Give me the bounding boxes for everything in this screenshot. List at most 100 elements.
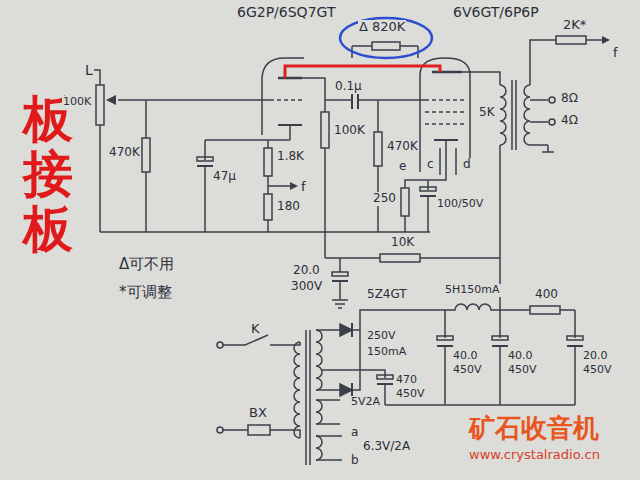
tube-type: 6V6GT/6P6P <box>452 4 540 20</box>
wire <box>205 125 290 140</box>
capacitor-symbol <box>437 336 453 340</box>
fuse-symbol <box>248 425 270 435</box>
wire <box>204 140 206 232</box>
component-value: 450V <box>507 364 538 377</box>
pin-name: a <box>350 426 359 440</box>
ground-rail <box>100 231 430 233</box>
signal-name: L <box>84 62 94 78</box>
component-value: 300V <box>290 280 323 294</box>
resistor-symbol <box>556 36 586 44</box>
wire <box>530 100 554 152</box>
component-value: 150mA <box>366 346 407 359</box>
resistor-symbol <box>374 132 382 166</box>
heater-lead <box>440 148 456 175</box>
capacitor-symbol <box>197 165 213 167</box>
tube-envelope <box>420 58 470 172</box>
signal-name: f <box>300 180 307 195</box>
part-name: BX <box>248 406 268 421</box>
terminal-name: 4Ω <box>560 114 579 128</box>
rectifier-symbol <box>340 324 352 396</box>
note-text: *可调整 <box>118 284 173 301</box>
component-value: 100K <box>62 96 92 109</box>
highlight-line <box>285 66 440 78</box>
component-value: 250V <box>366 330 397 343</box>
component-value: 400 <box>534 288 559 302</box>
resistor-symbol <box>264 194 272 220</box>
resistor-symbol <box>380 254 420 262</box>
component-value: 0.1μ <box>334 80 363 94</box>
wire <box>223 430 300 438</box>
wire <box>316 310 445 390</box>
note-text: Δ可不用 <box>118 256 175 273</box>
transformer-core <box>306 330 310 465</box>
terminal <box>217 342 223 348</box>
side-title: 板接板 <box>22 92 74 257</box>
wire <box>302 78 425 258</box>
resistor-symbol <box>401 188 409 216</box>
capacitor-symbol <box>567 345 583 347</box>
component-value: 20.0 <box>292 264 321 278</box>
transformer-core <box>512 80 516 150</box>
transformer-coil <box>524 85 530 145</box>
signal-name: f <box>612 46 619 61</box>
wire <box>145 100 147 232</box>
wire <box>99 125 101 232</box>
feedback-wire <box>530 40 606 85</box>
pin-name: c <box>426 158 435 172</box>
terminal <box>549 97 555 103</box>
capacitor-symbol <box>332 272 348 276</box>
component-value: 1.8K <box>276 150 305 164</box>
arrow-head <box>290 36 610 190</box>
component-value: 450V <box>582 364 613 377</box>
resistor-symbol <box>321 112 329 148</box>
capacitor-symbol <box>332 280 348 282</box>
wire <box>332 258 348 308</box>
tube-grid <box>270 99 302 101</box>
rectifier-symbol <box>351 323 353 397</box>
component-value: 470K <box>108 146 141 160</box>
component-value: 450V <box>452 364 483 377</box>
resistor-symbol <box>264 148 272 176</box>
component-value: 5H150mA <box>444 284 501 297</box>
component-value: 5K <box>478 106 496 120</box>
component-value: 10K <box>390 236 415 250</box>
component-value: 40.0 <box>507 350 534 363</box>
component-value: 250 <box>372 192 397 206</box>
capacitor-symbol <box>437 345 453 347</box>
pin-name: d <box>462 158 472 172</box>
capacitor-symbol <box>567 336 583 340</box>
tube-plate <box>278 77 302 80</box>
transformer-coil <box>294 342 300 438</box>
bplus-wire <box>325 257 500 259</box>
capacitor-symbol <box>377 375 393 379</box>
capacitor-symbol <box>420 195 436 197</box>
tube-type: 5Z4GT <box>366 288 408 302</box>
capacitor-symbol <box>377 383 393 385</box>
wire <box>405 140 446 232</box>
pin-name: e <box>398 160 407 174</box>
wire <box>462 72 500 85</box>
component-value: 450V <box>395 388 426 401</box>
resistor-symbol <box>142 138 150 172</box>
wire <box>316 400 342 460</box>
component-value: 5V2A <box>350 396 381 409</box>
highlight-ellipse <box>340 18 432 58</box>
switch-symbol <box>223 335 300 345</box>
wiper-wire <box>118 99 270 101</box>
component-value: 470 <box>395 374 418 387</box>
transformer-coil <box>316 436 322 460</box>
component-value: 100K <box>333 124 366 138</box>
tube-grid <box>425 100 465 124</box>
watermark: 矿石收音机 <box>468 414 600 444</box>
resistor-symbol <box>530 306 560 314</box>
wire <box>385 310 575 405</box>
transformer-coil <box>500 85 506 145</box>
component-value: 180 <box>276 200 301 214</box>
watermark: www.crystalradio.cn <box>468 448 601 463</box>
terminal <box>217 427 223 433</box>
capacitor-symbol <box>197 157 213 161</box>
component-value: 20.0 <box>582 350 609 363</box>
component-value: 2K* <box>562 18 587 33</box>
